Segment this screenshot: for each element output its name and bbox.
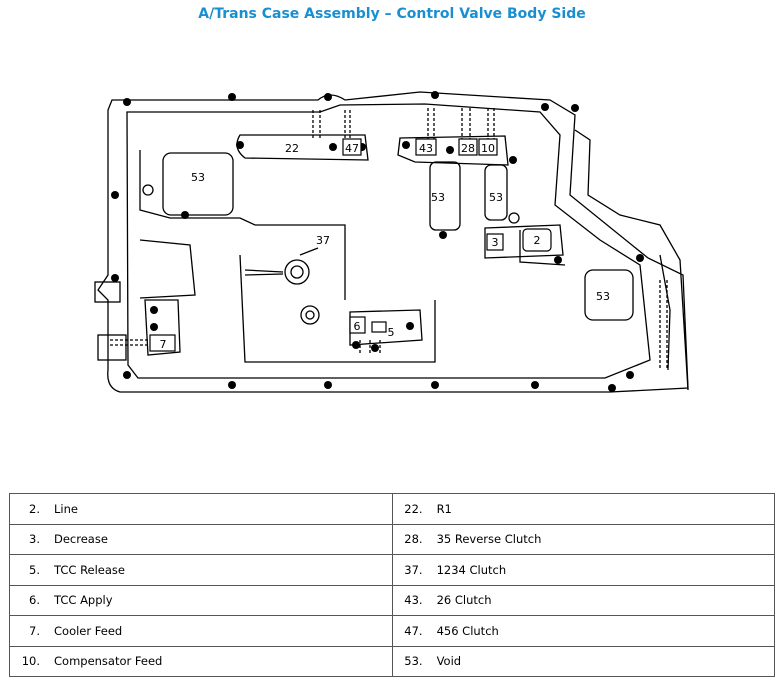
legend-label: 35 Reverse Clutch (436, 532, 542, 547)
passage-43-28-10 (397, 135, 509, 166)
legend-row: 10. Compensator Feed 53. Void (9, 645, 776, 677)
legend-table: 2. Line 22. R1 3. Decrease 28. 35 Reverse Cl… (9, 493, 776, 677)
legend-number: 22. (404, 501, 423, 516)
legend-row: 7. Cooler Feed 47. 456 Clutch (9, 615, 776, 647)
callout-7: 7 (160, 338, 167, 351)
legend-label: 26 Clutch (436, 593, 492, 608)
legend-label: TCC Release (54, 562, 125, 577)
valve-body-diagram: 22 47 43 28 10 53 53 53 53 37 3 2 7 6 5 (94, 91, 689, 393)
void-53-right (584, 269, 634, 321)
legend-cell: 10. Compensator Feed (9, 645, 393, 677)
legend-label: Cooler Feed (54, 623, 123, 638)
legend-cell: 2. Line (9, 493, 393, 525)
callout-53-right: 53 (596, 290, 610, 303)
callout-5: 5 (388, 326, 395, 339)
callout-22: 22 (285, 142, 299, 155)
callout-53-center-right: 53 (489, 191, 503, 204)
passage-22 (236, 134, 369, 161)
passage-6-5 (349, 309, 423, 346)
legend-cell: 7. Cooler Feed (9, 615, 393, 647)
callout-47: 47 (345, 142, 359, 155)
legend-row: 6. TCC Apply 43. 26 Clutch (9, 584, 776, 616)
legend-cell: 3. Decrease (9, 523, 393, 555)
legend-label: Void (436, 654, 462, 669)
legend-cell: 53. Void (391, 645, 776, 677)
void-53-upper-left (162, 152, 234, 216)
callout-6: 6 (354, 320, 361, 333)
callout-53-center: 53 (431, 191, 445, 204)
passage-3-2 (484, 224, 564, 259)
legend-number: 53. (404, 654, 423, 669)
legend-cell: 43. 26 Clutch (391, 584, 776, 616)
legend-number: 28. (404, 532, 423, 547)
callout-53-upper-left: 53 (191, 171, 205, 184)
legend-number: 6. (29, 593, 40, 608)
legend-label: TCC Apply (54, 593, 113, 608)
page-title: A/Trans Case Assembly – Control Valve Bo… (198, 6, 586, 22)
legend-label: Line (54, 501, 78, 516)
legend-label: Compensator Feed (54, 654, 163, 669)
legend-row: 5. TCC Release 37. 1234 Clutch (9, 554, 776, 586)
legend-number: 37. (404, 562, 423, 577)
legend-row: 3. Decrease 28. 35 Reverse Clutch (9, 523, 776, 555)
void-53-center (429, 161, 461, 231)
legend-label: Decrease (54, 532, 108, 547)
legend-cell: 5. TCC Release (9, 554, 393, 586)
callout-37: 37 (316, 234, 330, 247)
callout-43: 43 (419, 142, 433, 155)
case-outline (97, 91, 689, 393)
callout-10: 10 (481, 142, 495, 155)
legend-cell: 6. TCC Apply (9, 584, 393, 616)
case-inner-outline (126, 103, 651, 379)
legend-number: 3. (29, 532, 40, 547)
check-ball-37 (284, 259, 310, 285)
legend-number: 47. (404, 623, 423, 638)
legend-number: 7. (29, 623, 40, 638)
legend-label: 1234 Clutch (436, 562, 507, 577)
legend-cell: 28. 35 Reverse Clutch (391, 523, 776, 555)
legend-cell: 22. R1 (391, 493, 776, 525)
legend-cell: 47. 456 Clutch (391, 615, 776, 647)
legend-cell: 37. 1234 Clutch (391, 554, 776, 586)
passage-7 (144, 299, 181, 356)
callout-3: 3 (492, 236, 499, 249)
legend-label: 456 Clutch (436, 623, 499, 638)
legend-row: 2. Line 22. R1 (9, 493, 776, 525)
legend-number: 5. (29, 562, 40, 577)
callout-2: 2 (534, 234, 541, 247)
legend-number: 43. (404, 593, 423, 608)
legend-number: 2. (29, 501, 40, 516)
legend-label: R1 (436, 501, 452, 516)
legend-number: 10. (21, 654, 40, 669)
callout-28: 28 (461, 142, 475, 155)
